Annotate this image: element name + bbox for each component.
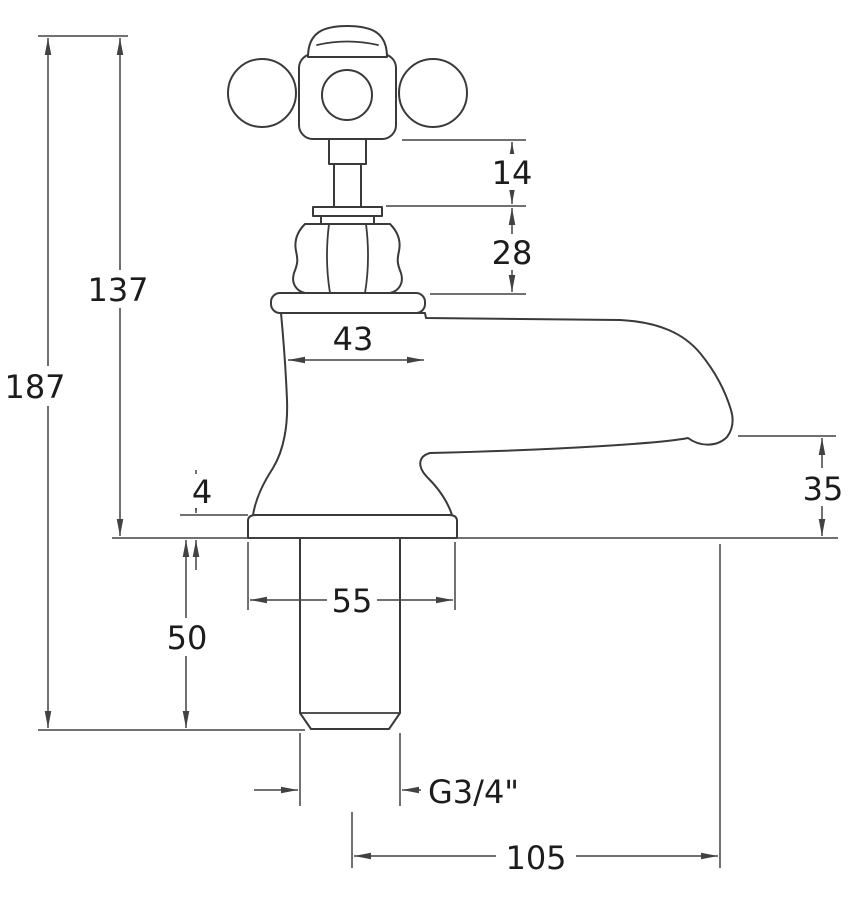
bg-187 — [8, 366, 66, 406]
tap-outline — [227, 25, 734, 730]
tap-neck — [312, 138, 383, 225]
handle-center-boss — [321, 69, 373, 121]
bg-4 — [186, 474, 218, 508]
dim-label-thread-size: G3/4" — [428, 773, 519, 811]
dim-label-overall-height: 187 — [4, 368, 65, 406]
tap-body-spout — [252, 312, 734, 516]
handle-left-ball — [227, 58, 297, 128]
neck-upper — [328, 138, 367, 165]
bg-28 — [489, 234, 535, 270]
handle-dome-rim — [316, 40, 379, 46]
dimension-labels: 187 137 14 28 43 4 35 50 55 G3/4" 105 — [4, 154, 843, 877]
handle-right-ball — [398, 58, 468, 128]
tap-shank — [299, 537, 401, 730]
dim-label-base-width: 55 — [332, 582, 373, 620]
dim-label-base-to-handle-top: 137 — [87, 271, 148, 309]
bg-137 — [86, 270, 152, 308]
tap-flange — [270, 292, 426, 314]
dim-label-spout-reach: 105 — [505, 839, 566, 877]
dim-label-bonnet-height: 28 — [492, 234, 533, 272]
gland-washer-top — [312, 206, 383, 217]
tap-bonnet — [292, 223, 403, 294]
bg-50 — [163, 618, 209, 656]
bg-55 — [327, 582, 377, 618]
dim-label-neck-height: 14 — [492, 154, 533, 192]
dim-label-spout-outlet-height: 35 — [803, 470, 844, 508]
bg-14 — [489, 154, 535, 190]
tap-base-plate — [247, 514, 458, 539]
dim-label-tail-length: 50 — [167, 619, 208, 657]
label-backgrounds — [8, 154, 847, 876]
bg-105 — [496, 838, 576, 876]
shank-body — [299, 537, 401, 730]
tap-handle — [227, 25, 468, 140]
gland-washer-bottom — [320, 215, 375, 225]
dim-label-base-plate-thickness: 4 — [192, 473, 212, 511]
bonnet-facet-right — [364, 223, 370, 294]
bonnet-body — [292, 223, 403, 294]
dim-label-body-width: 43 — [333, 320, 374, 358]
neck-stem — [333, 163, 362, 208]
bonnet-facet-left — [325, 223, 331, 294]
bg-35 — [799, 468, 847, 506]
